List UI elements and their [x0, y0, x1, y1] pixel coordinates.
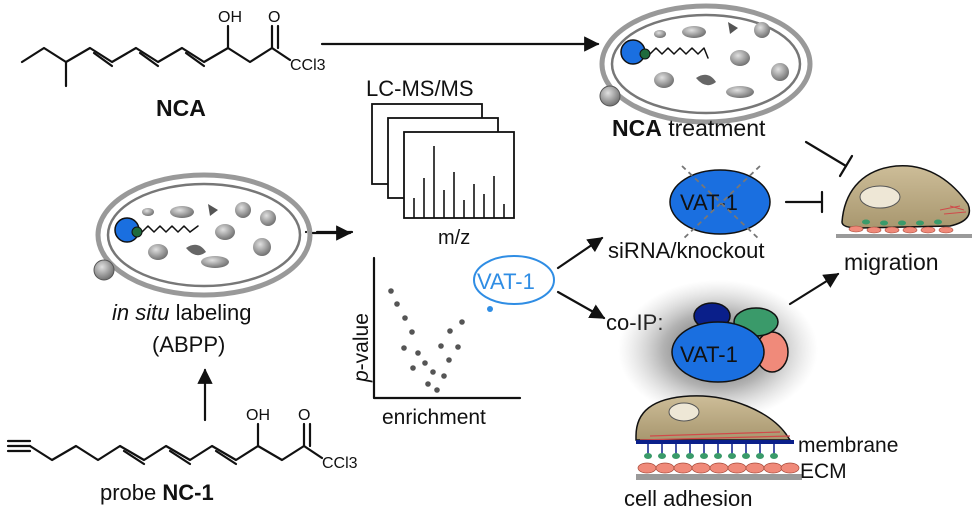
volcano-plot: [372, 256, 522, 400]
adhesion-label: cell adhesion: [624, 486, 752, 511]
probe-o-label: O: [298, 407, 310, 424]
migration-label: migration: [844, 249, 939, 275]
arrow-to-sirna: [556, 236, 604, 270]
nca-oh-label: OH: [218, 9, 242, 26]
volcano-xlabel: enrichment: [382, 406, 486, 429]
ecm-label: ECM: [800, 460, 847, 483]
coip-complex: VAT-1: [618, 280, 818, 420]
ms-title: LC-MS/MS: [366, 76, 474, 101]
probe-oh-label: OH: [246, 407, 270, 424]
probe-structure: OH O CCl3: [6, 407, 358, 472]
probe-ccl3-label: CCl3: [322, 455, 358, 472]
ms-spectra-stack: [371, 103, 515, 219]
labeling-cell: [93, 172, 313, 298]
membrane-label: membrane: [798, 434, 898, 457]
volcano-ylabel: p-value: [350, 313, 373, 383]
nca-o-label: O: [268, 9, 280, 26]
nca-ccl3-label: CCl3: [290, 57, 326, 74]
arrow-coip-to-migration: [788, 272, 840, 306]
vat1-hit-point: [487, 306, 493, 312]
probe-label: probe NC-1: [100, 480, 214, 505]
adhesion-cell: [635, 395, 802, 480]
treatment-cell: [599, 3, 813, 125]
nca-structure: OH O CCl3: [20, 9, 326, 88]
vat1-callout: [473, 255, 555, 305]
sirna-label: siRNA/knockout: [608, 238, 765, 263]
abpp-label: (ABPP): [152, 332, 225, 357]
labeling-label: in situ labeling: [112, 300, 251, 325]
coip-vat1-label: VAT-1: [680, 342, 738, 367]
inhibit-treatment: [804, 140, 848, 168]
arrow-to-coip: [556, 290, 606, 320]
nca-name: NCA: [156, 95, 206, 121]
vat1-callout-label: VAT-1: [477, 269, 535, 294]
ms-xlabel: m/z: [438, 227, 470, 249]
migrating-cell: [836, 165, 972, 238]
treatment-label: NCA treatment: [612, 115, 766, 141]
sirna-vat1: VAT-1: [669, 165, 771, 241]
